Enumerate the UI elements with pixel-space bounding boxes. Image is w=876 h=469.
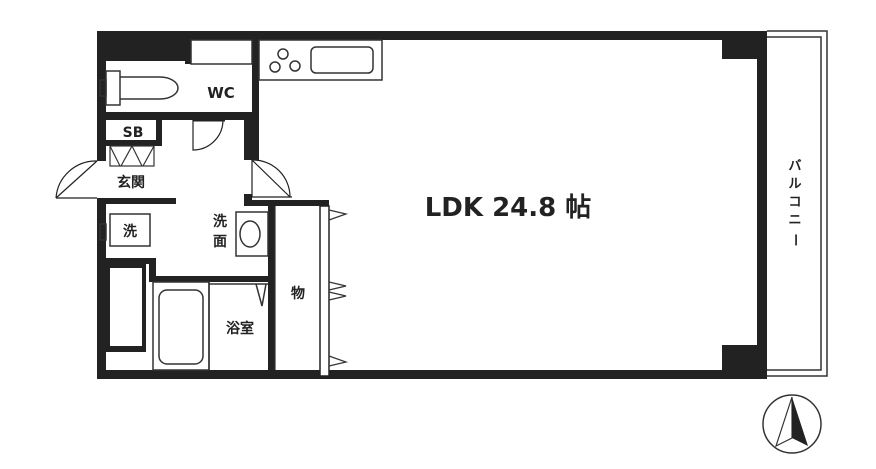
- room-label-sb: SB: [123, 125, 144, 141]
- wash-basin-icon: [235, 211, 269, 257]
- balcony: [767, 30, 828, 377]
- room-label-senmen-2: 面: [213, 234, 227, 250]
- interior-doors: [192, 118, 292, 198]
- closet-interior: [110, 268, 142, 346]
- north-arrow-icon: [762, 394, 822, 454]
- bathtub-icon: [152, 281, 268, 371]
- entrance-door: [55, 160, 98, 199]
- room-label-storage: 物: [291, 285, 305, 302]
- room-label-bath: 浴室: [226, 320, 254, 337]
- room-label-ldk: LDK 24.8 帖: [425, 193, 592, 223]
- balcony-label: バ ル コ ニ ー: [787, 159, 802, 247]
- shoe-box: [109, 145, 155, 167]
- balcony-char-4: ニ: [788, 213, 801, 228]
- room-label-laundry: 洗: [123, 223, 137, 240]
- toilet-icon: [99, 70, 179, 106]
- room-label-genkan: 玄関: [117, 174, 145, 191]
- laundry-area: [99, 213, 151, 247]
- room-label-senmen-1: 洗: [213, 213, 227, 230]
- balcony-char-5: ー: [787, 233, 802, 246]
- balcony-char-1: バ: [788, 159, 801, 174]
- storage-folding-doors: [274, 206, 349, 370]
- balcony-char-2: ル: [788, 177, 801, 192]
- balcony-char-3: コ: [788, 195, 801, 210]
- kitchen-counter: [190, 39, 383, 81]
- room-label-wc: WC: [207, 84, 235, 102]
